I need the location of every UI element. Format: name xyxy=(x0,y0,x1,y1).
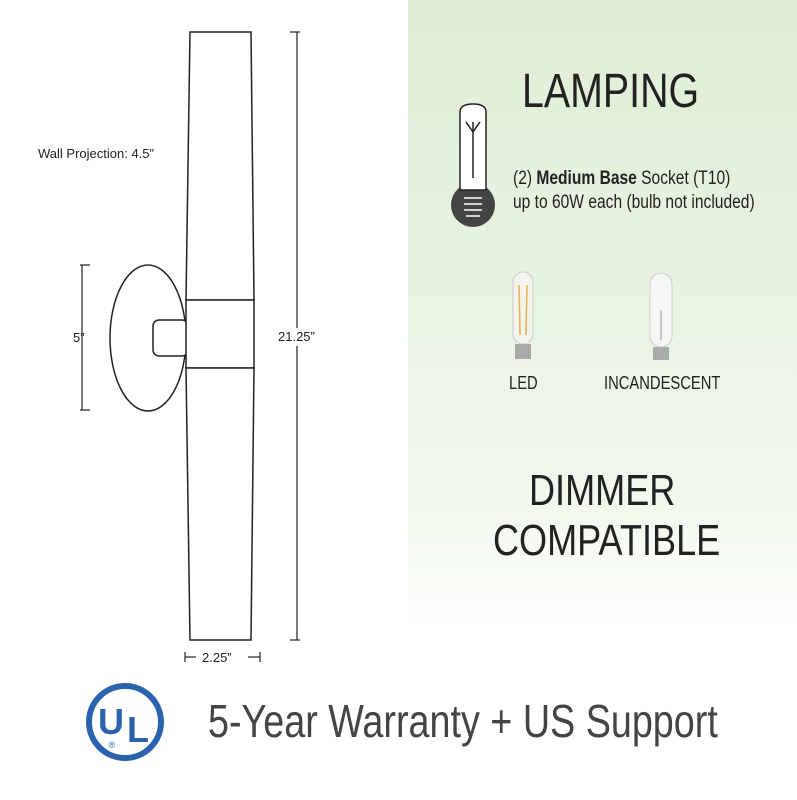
socket-spec: (2) Medium Base Socket (T10) xyxy=(513,168,730,190)
warranty-text: 5-Year Warranty + US Support xyxy=(208,695,718,747)
width-label: 2.25” xyxy=(202,650,232,665)
wall-projection-label: Wall Projection: 4.5” xyxy=(38,146,154,161)
svg-text:U: U xyxy=(98,701,124,742)
svg-text:L: L xyxy=(127,709,149,750)
incandescent-bulb-icon xyxy=(649,272,673,360)
socket-type: Medium Base xyxy=(536,168,637,189)
lower-shade xyxy=(185,367,255,641)
svg-text:®: ® xyxy=(109,740,116,750)
lamping-title: LAMPING xyxy=(522,65,700,118)
bulb-outline-icon xyxy=(451,103,495,227)
led-bulb-icon xyxy=(512,271,534,359)
stem xyxy=(152,319,189,357)
upper-shade xyxy=(185,31,255,301)
socket-count: (2) xyxy=(513,168,533,189)
center-band xyxy=(185,299,255,369)
backplate-height-label: 5” xyxy=(73,330,85,345)
dimmer-line2: COMPATIBLE xyxy=(493,516,721,565)
dimmer-line1: DIMMER xyxy=(529,466,676,515)
wattage-spec: up to 60W each (bulb not included) xyxy=(513,192,755,213)
overall-height-label: 21.25” xyxy=(278,329,315,344)
led-label: LED xyxy=(509,373,538,393)
ul-logo: U L ® xyxy=(86,683,164,761)
incandescent-label: INCANDESCENT xyxy=(604,373,721,393)
socket-suffix: Socket (T10) xyxy=(641,168,731,189)
